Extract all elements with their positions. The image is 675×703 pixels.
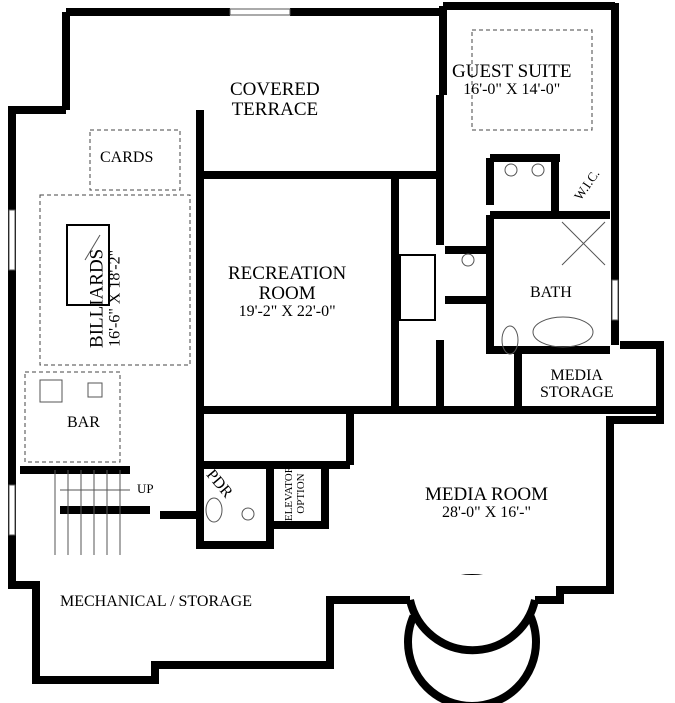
stair-wall (20, 466, 150, 514)
room-name: MEDIA (550, 367, 603, 384)
bar-label: BAR (67, 414, 100, 431)
room-name: COVERED (230, 79, 320, 100)
bath-label: BATH (530, 284, 572, 301)
pdr-wall (196, 465, 329, 549)
covered-terrace-label: COVERED TERRACE (230, 80, 320, 120)
window (229, 8, 291, 16)
room-name: BILLIARDS (86, 248, 108, 348)
room-name: ROOM (258, 282, 316, 304)
cards-area (89, 129, 181, 191)
sink (531, 163, 545, 177)
room-name: OPTION (294, 473, 307, 514)
window (8, 209, 16, 271)
room-name: ELEVATOR (283, 465, 296, 522)
window (8, 484, 16, 536)
cards-label: CARDS (100, 149, 154, 166)
window (611, 279, 619, 321)
bar-counter (24, 371, 121, 463)
room-name: GUEST SUITE (452, 61, 572, 82)
stairs-up-label: UP (137, 481, 154, 496)
staircase (54, 470, 130, 555)
room-dimensions: 28'-0" X 16'-" (441, 503, 532, 521)
media-room-label: MEDIA ROOM 28'-0" X 16'-" (425, 485, 548, 522)
room-name: MEDIA ROOM (425, 484, 548, 505)
room-name: TERRACE (231, 98, 319, 120)
mechanical-storage-label: MECHANICAL / STORAGE (60, 593, 253, 610)
fireplace (399, 254, 436, 321)
room-dimensions: 16'-0" X 14'-0" (463, 80, 561, 98)
billiard-table (66, 224, 110, 306)
sink (461, 253, 475, 267)
pdr-toilet (205, 497, 223, 523)
tub (532, 316, 594, 348)
bath-wall (445, 154, 610, 354)
billiards-label: BILLIARDS 16'-6" X 18'-2" (86, 248, 124, 348)
shower (561, 221, 606, 266)
room-dimensions: 16'-6" X 18'-2" (106, 249, 124, 347)
guest-suite-ceiling (471, 29, 593, 131)
media-storage-label: MEDIA STORAGE (540, 367, 614, 402)
toilet (501, 325, 519, 355)
room-dimensions: 19'-2" X 22'-0" (238, 302, 336, 320)
room-name: STORAGE (540, 383, 614, 401)
elevator-option-label: ELEVATOR OPTION (283, 465, 307, 522)
room-name: RECREATION (228, 263, 347, 284)
sink (504, 163, 518, 177)
guest-suite-label: GUEST SUITE 16'-0" X 14'-0" (452, 62, 571, 99)
pdr-sink (241, 507, 255, 521)
recreation-room-label: RECREATION ROOM 19'-2" X 22'-0" (228, 264, 346, 321)
bay-wall-arc (406, 599, 539, 655)
